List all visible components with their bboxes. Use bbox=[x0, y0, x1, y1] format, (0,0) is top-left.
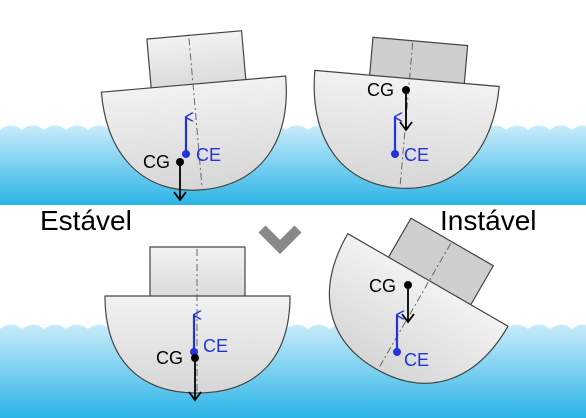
ce-label: CE bbox=[203, 336, 228, 356]
gravity-arrowhead bbox=[173, 191, 187, 202]
center-line bbox=[378, 243, 452, 369]
unstable-label: Instável bbox=[440, 205, 537, 236]
boat-bottom-right bbox=[328, 217, 509, 384]
ce-label: CE bbox=[404, 145, 429, 165]
ce-point bbox=[391, 150, 399, 158]
hull bbox=[100, 75, 287, 191]
ce-point bbox=[393, 348, 401, 356]
cg-label: CG bbox=[156, 348, 183, 368]
cg-label: CG bbox=[143, 152, 170, 172]
gravity-arrowhead bbox=[188, 391, 202, 402]
cg-point bbox=[402, 86, 410, 94]
ce-point bbox=[182, 150, 190, 158]
cg-label: CG bbox=[369, 276, 396, 296]
ce-point bbox=[190, 348, 198, 356]
cg-point bbox=[191, 354, 199, 362]
gravity-arrowhead bbox=[399, 121, 413, 132]
gravity-arrowhead bbox=[401, 313, 415, 324]
water-band-top bbox=[0, 125, 586, 205]
boat-bottom-left bbox=[104, 246, 291, 394]
ce-label: CE bbox=[404, 350, 429, 370]
ce-label: CE bbox=[196, 145, 221, 165]
stable-label: Estável bbox=[40, 205, 132, 236]
hull bbox=[328, 232, 509, 384]
cg-point bbox=[176, 158, 184, 166]
cg-label: CG bbox=[367, 80, 394, 100]
cg-point bbox=[404, 281, 412, 289]
down-arrow-icon bbox=[258, 225, 302, 255]
center-line bbox=[188, 38, 203, 188]
boat-top-left bbox=[100, 30, 287, 191]
